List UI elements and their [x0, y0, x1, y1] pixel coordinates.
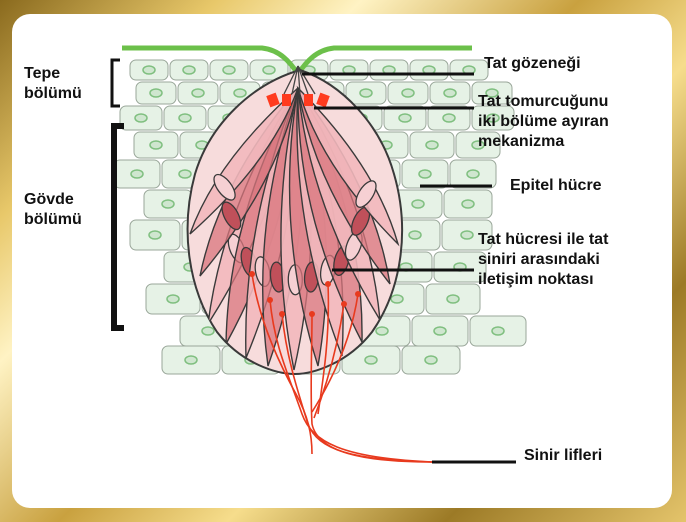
- epithelial-cell: [412, 316, 468, 346]
- label-govde-bolumu: Gövde bölümü: [24, 190, 82, 230]
- synapse-dot: [309, 311, 315, 317]
- label-tat-tomurcugu-mekanizma: Tat tomurcuğunu iki bölüme ayıran mekani…: [478, 92, 609, 152]
- epithelial-cell: [430, 82, 470, 104]
- epithelial-cell: [428, 106, 470, 130]
- epithelial-cell: [444, 190, 492, 218]
- epithelial-cell: [426, 284, 480, 314]
- label-sinir-lifleri: Sinir lifleri: [524, 446, 602, 466]
- epithelial-cell: [130, 60, 168, 80]
- epithelial-cell: [178, 82, 218, 104]
- epithelial-cell: [470, 316, 526, 346]
- govde-bracket: [114, 126, 124, 328]
- synapse-dot: [267, 297, 273, 303]
- epithelial-cell: [170, 60, 208, 80]
- label-tepe-bolumu: Tepe bölümü: [24, 64, 82, 104]
- synapse-dot: [279, 311, 285, 317]
- epithelial-cell: [210, 60, 248, 80]
- epithelial-cell: [130, 220, 180, 250]
- epithelial-cell: [120, 106, 162, 130]
- epithelial-cell: [146, 284, 200, 314]
- epithelial-cell: [402, 346, 460, 374]
- epithelial-cell: [330, 60, 368, 80]
- label-epitel-hucre: Epitel hücre: [510, 176, 602, 196]
- tepe-bracket: [112, 60, 120, 106]
- synapse-dot: [355, 291, 361, 297]
- epithelial-cell: [450, 60, 488, 80]
- epithelial-cell: [134, 132, 178, 158]
- diagram-panel: Tepe bölümü Gövde bölümü Tat gözeneği Ta…: [12, 14, 672, 508]
- label-tat-gozenegi: Tat gözeneği: [484, 54, 581, 74]
- epithelial-cell: [346, 82, 386, 104]
- epithelial-cell: [402, 160, 448, 188]
- synapse-dot: [249, 271, 255, 277]
- synapse-dot: [325, 281, 331, 287]
- epithelial-cell: [450, 160, 496, 188]
- synapse-dot: [341, 301, 347, 307]
- epithelial-cell: [388, 82, 428, 104]
- epithelial-cell: [384, 106, 426, 130]
- epithelial-cell: [370, 60, 408, 80]
- epithelial-cell: [136, 82, 176, 104]
- epithelial-cell: [162, 346, 220, 374]
- epithelial-cell: [410, 132, 454, 158]
- epithelial-cell: [144, 190, 192, 218]
- epithelial-cell: [114, 160, 160, 188]
- epithelial-cell: [164, 106, 206, 130]
- label-iletisim-noktasi: Tat hücresi ile tat siniri arasındaki il…: [478, 230, 608, 290]
- epithelial-cell: [410, 60, 448, 80]
